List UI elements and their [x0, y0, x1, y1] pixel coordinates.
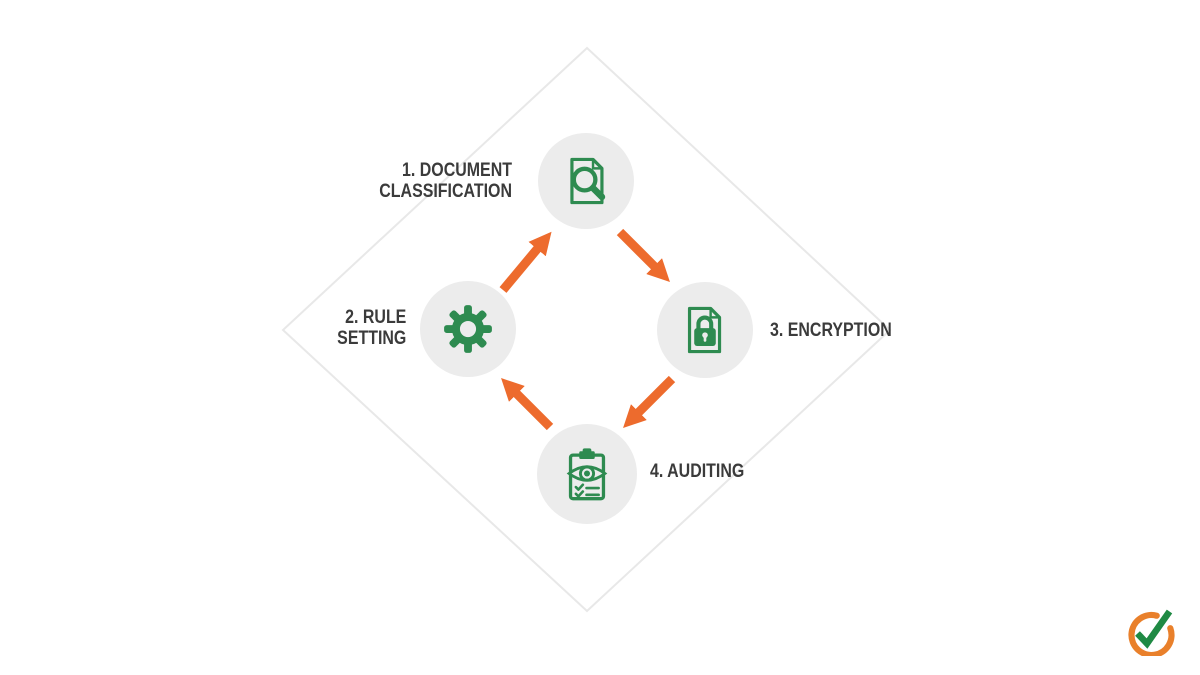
step-circle-encryption [657, 282, 753, 378]
logo-ring [1128, 611, 1175, 656]
arrow-auditing-to-rule-setting [501, 378, 554, 431]
checkmark-circle-logo [1128, 609, 1175, 656]
step-label-rule-setting: 2. RULE SETTING [336, 307, 406, 349]
gear-icon [444, 305, 492, 353]
step-label-encryption: 3. ENCRYPTION [770, 320, 892, 341]
diamond-outline [281, 46, 892, 613]
step-circle-rule-setting [420, 281, 516, 377]
document-lock-icon [687, 306, 722, 354]
logo-checkmark [1135, 609, 1173, 649]
arrow-document-classification-to-encryption [616, 228, 670, 282]
arrow-encryption-to-auditing [623, 375, 676, 428]
step-label-auditing: 4. AUDITING [650, 461, 745, 482]
document-search-icon [570, 157, 606, 205]
step-circle-auditing [537, 424, 637, 524]
step-circle-document-classification [538, 133, 634, 229]
clipboard-eye-icon [566, 448, 608, 501]
arrow-rule-setting-to-document-classification [499, 231, 552, 293]
step-label-document-classification: 1. DOCUMENT CLASSIFICATION [379, 160, 512, 202]
